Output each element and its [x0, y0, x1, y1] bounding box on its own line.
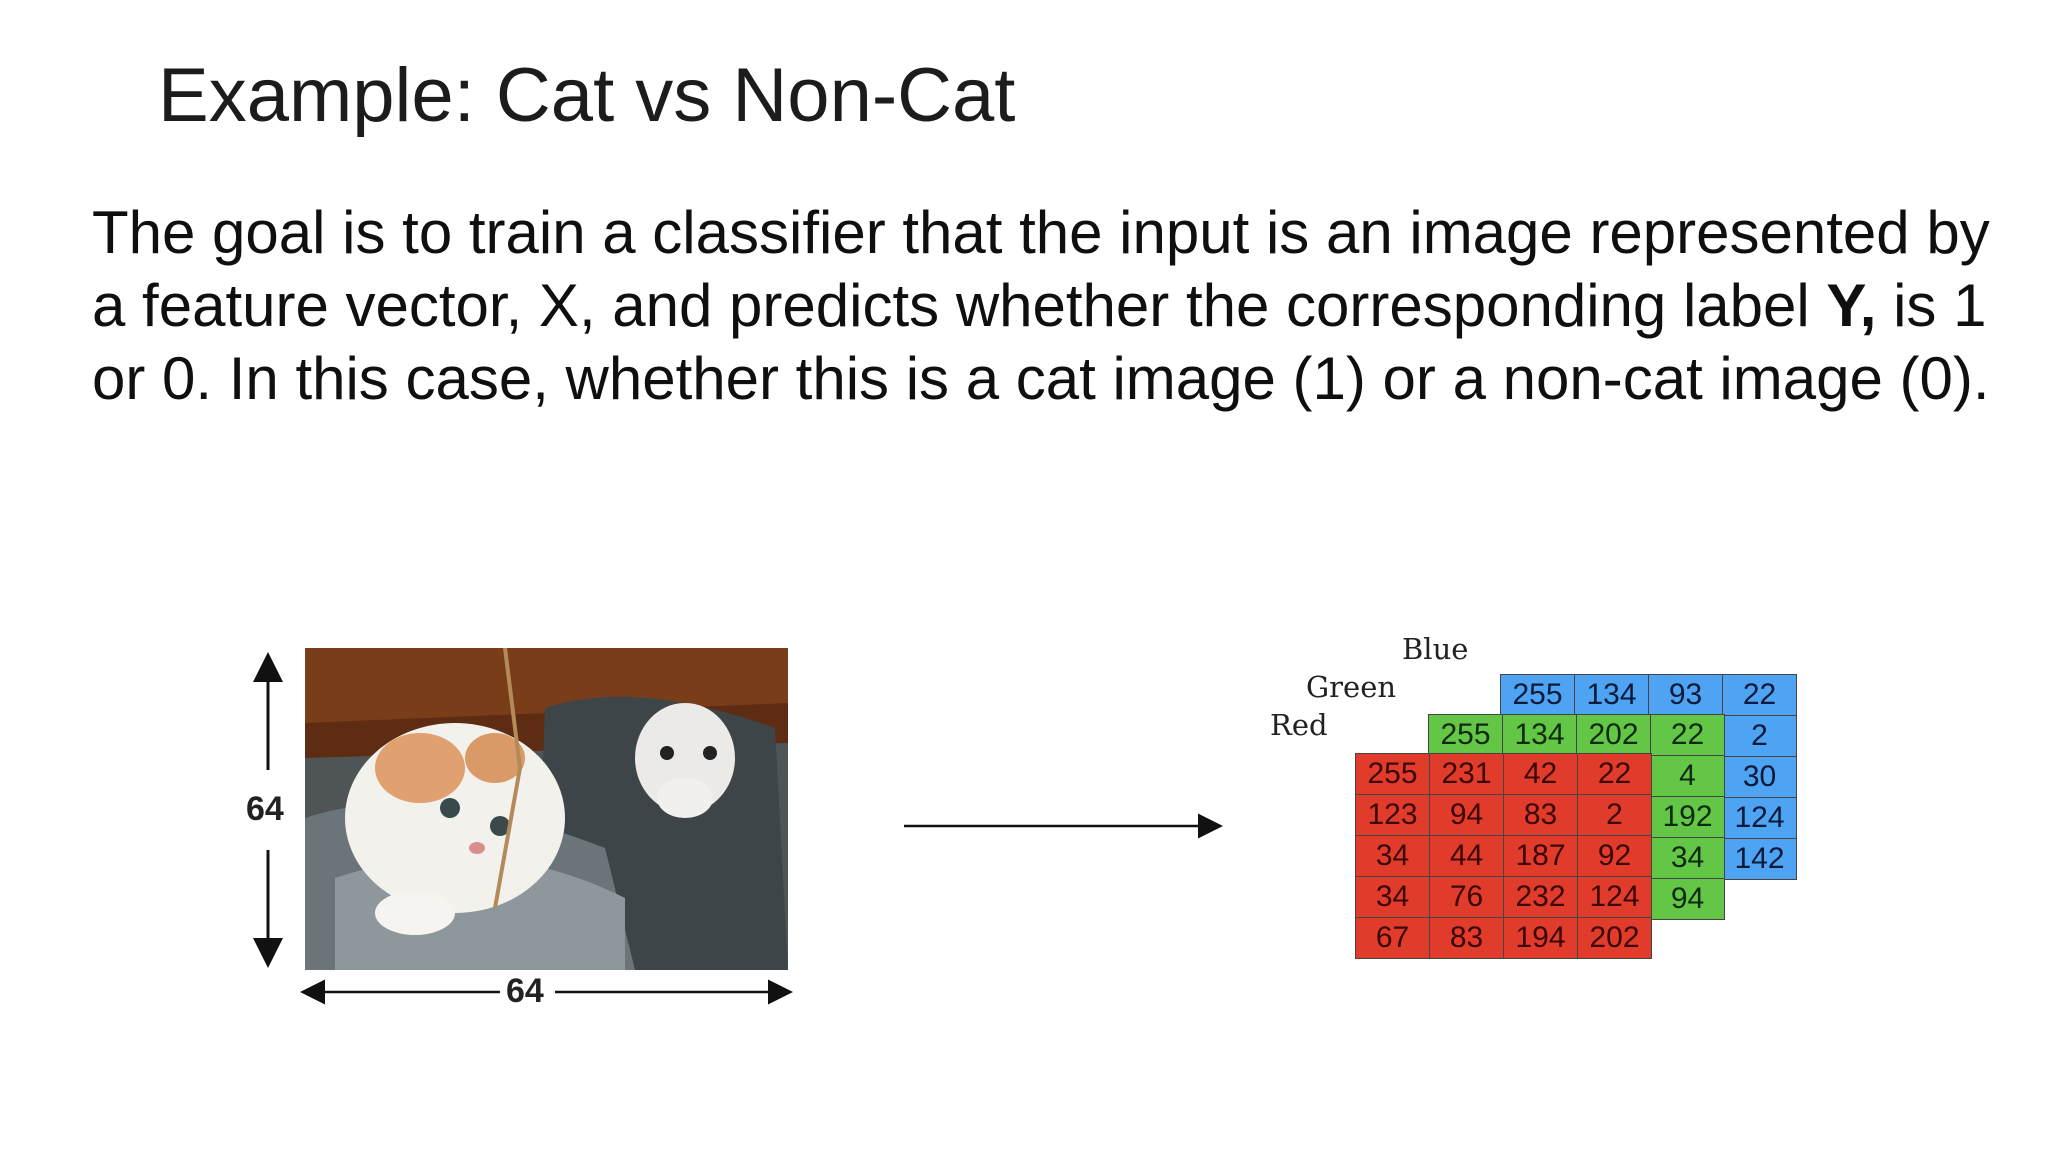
pixel-value-cell: 187: [1503, 835, 1578, 877]
pixel-value-cell: 232: [1503, 876, 1578, 918]
pixel-value-cell: 134: [1574, 674, 1649, 716]
slide-title: Example: Cat vs Non-Cat: [158, 53, 1016, 138]
pixel-value-cell: 255: [1355, 753, 1430, 795]
body-text-part1: The goal is to train a classifier that t…: [92, 199, 1990, 339]
pixel-value-cell: 4: [1650, 755, 1725, 797]
pixel-value-cell: 30: [1722, 756, 1797, 798]
pixel-value-cell: 134: [1502, 714, 1577, 756]
width-label: 64: [502, 972, 548, 1011]
pixel-value-cell: 83: [1429, 917, 1504, 959]
pixel-value-cell: 2: [1577, 794, 1652, 836]
pixel-value-cell: 202: [1577, 917, 1652, 959]
pixel-value-cell: 231: [1429, 753, 1504, 795]
green-channel-label: Green: [1306, 670, 1397, 704]
body-text-part2: is 1 or 0. In this case, whether this is…: [92, 272, 1990, 412]
pixel-value-cell: 92: [1577, 835, 1652, 877]
pixel-value-cell: 93: [1648, 674, 1723, 716]
pixel-value-cell: 83: [1503, 794, 1578, 836]
body-text-bold: Y,: [1826, 272, 1877, 339]
pixel-value-cell: 142: [1722, 838, 1797, 880]
pixel-value-cell: 2: [1722, 715, 1797, 757]
pixel-value-cell: 42: [1503, 753, 1578, 795]
pixel-value-cell: 44: [1429, 835, 1504, 877]
pixel-value-cell: 67: [1355, 917, 1430, 959]
pixel-value-cell: 34: [1355, 835, 1430, 877]
pixel-value-cell: 22: [1722, 674, 1797, 716]
pixel-value-cell: 202: [1576, 714, 1651, 756]
pixel-value-cell: 76: [1429, 876, 1504, 918]
pixel-value-cell: 34: [1650, 837, 1725, 879]
pixel-value-cell: 123: [1355, 794, 1430, 836]
pixel-value-cell: 124: [1577, 876, 1652, 918]
height-label: 64: [242, 790, 288, 829]
pixel-value-cell: 94: [1650, 878, 1725, 920]
pixel-value-cell: 94: [1429, 794, 1504, 836]
pixel-value-cell: 192: [1650, 796, 1725, 838]
cat-image: [305, 648, 788, 970]
pixel-value-cell: 22: [1650, 714, 1725, 756]
pixel-value-cell: 255: [1428, 714, 1503, 756]
blue-channel-label: Blue: [1402, 632, 1469, 666]
pixel-value-cell: 34: [1355, 876, 1430, 918]
pixel-value-cell: 124: [1722, 797, 1797, 839]
pixel-value-cell: 22: [1577, 753, 1652, 795]
slide-body-text: The goal is to train a classifier that t…: [92, 196, 1992, 415]
red-channel-label: Red: [1270, 708, 1328, 742]
pixel-value-cell: 255: [1500, 674, 1575, 716]
pixel-value-cell: 194: [1503, 917, 1578, 959]
